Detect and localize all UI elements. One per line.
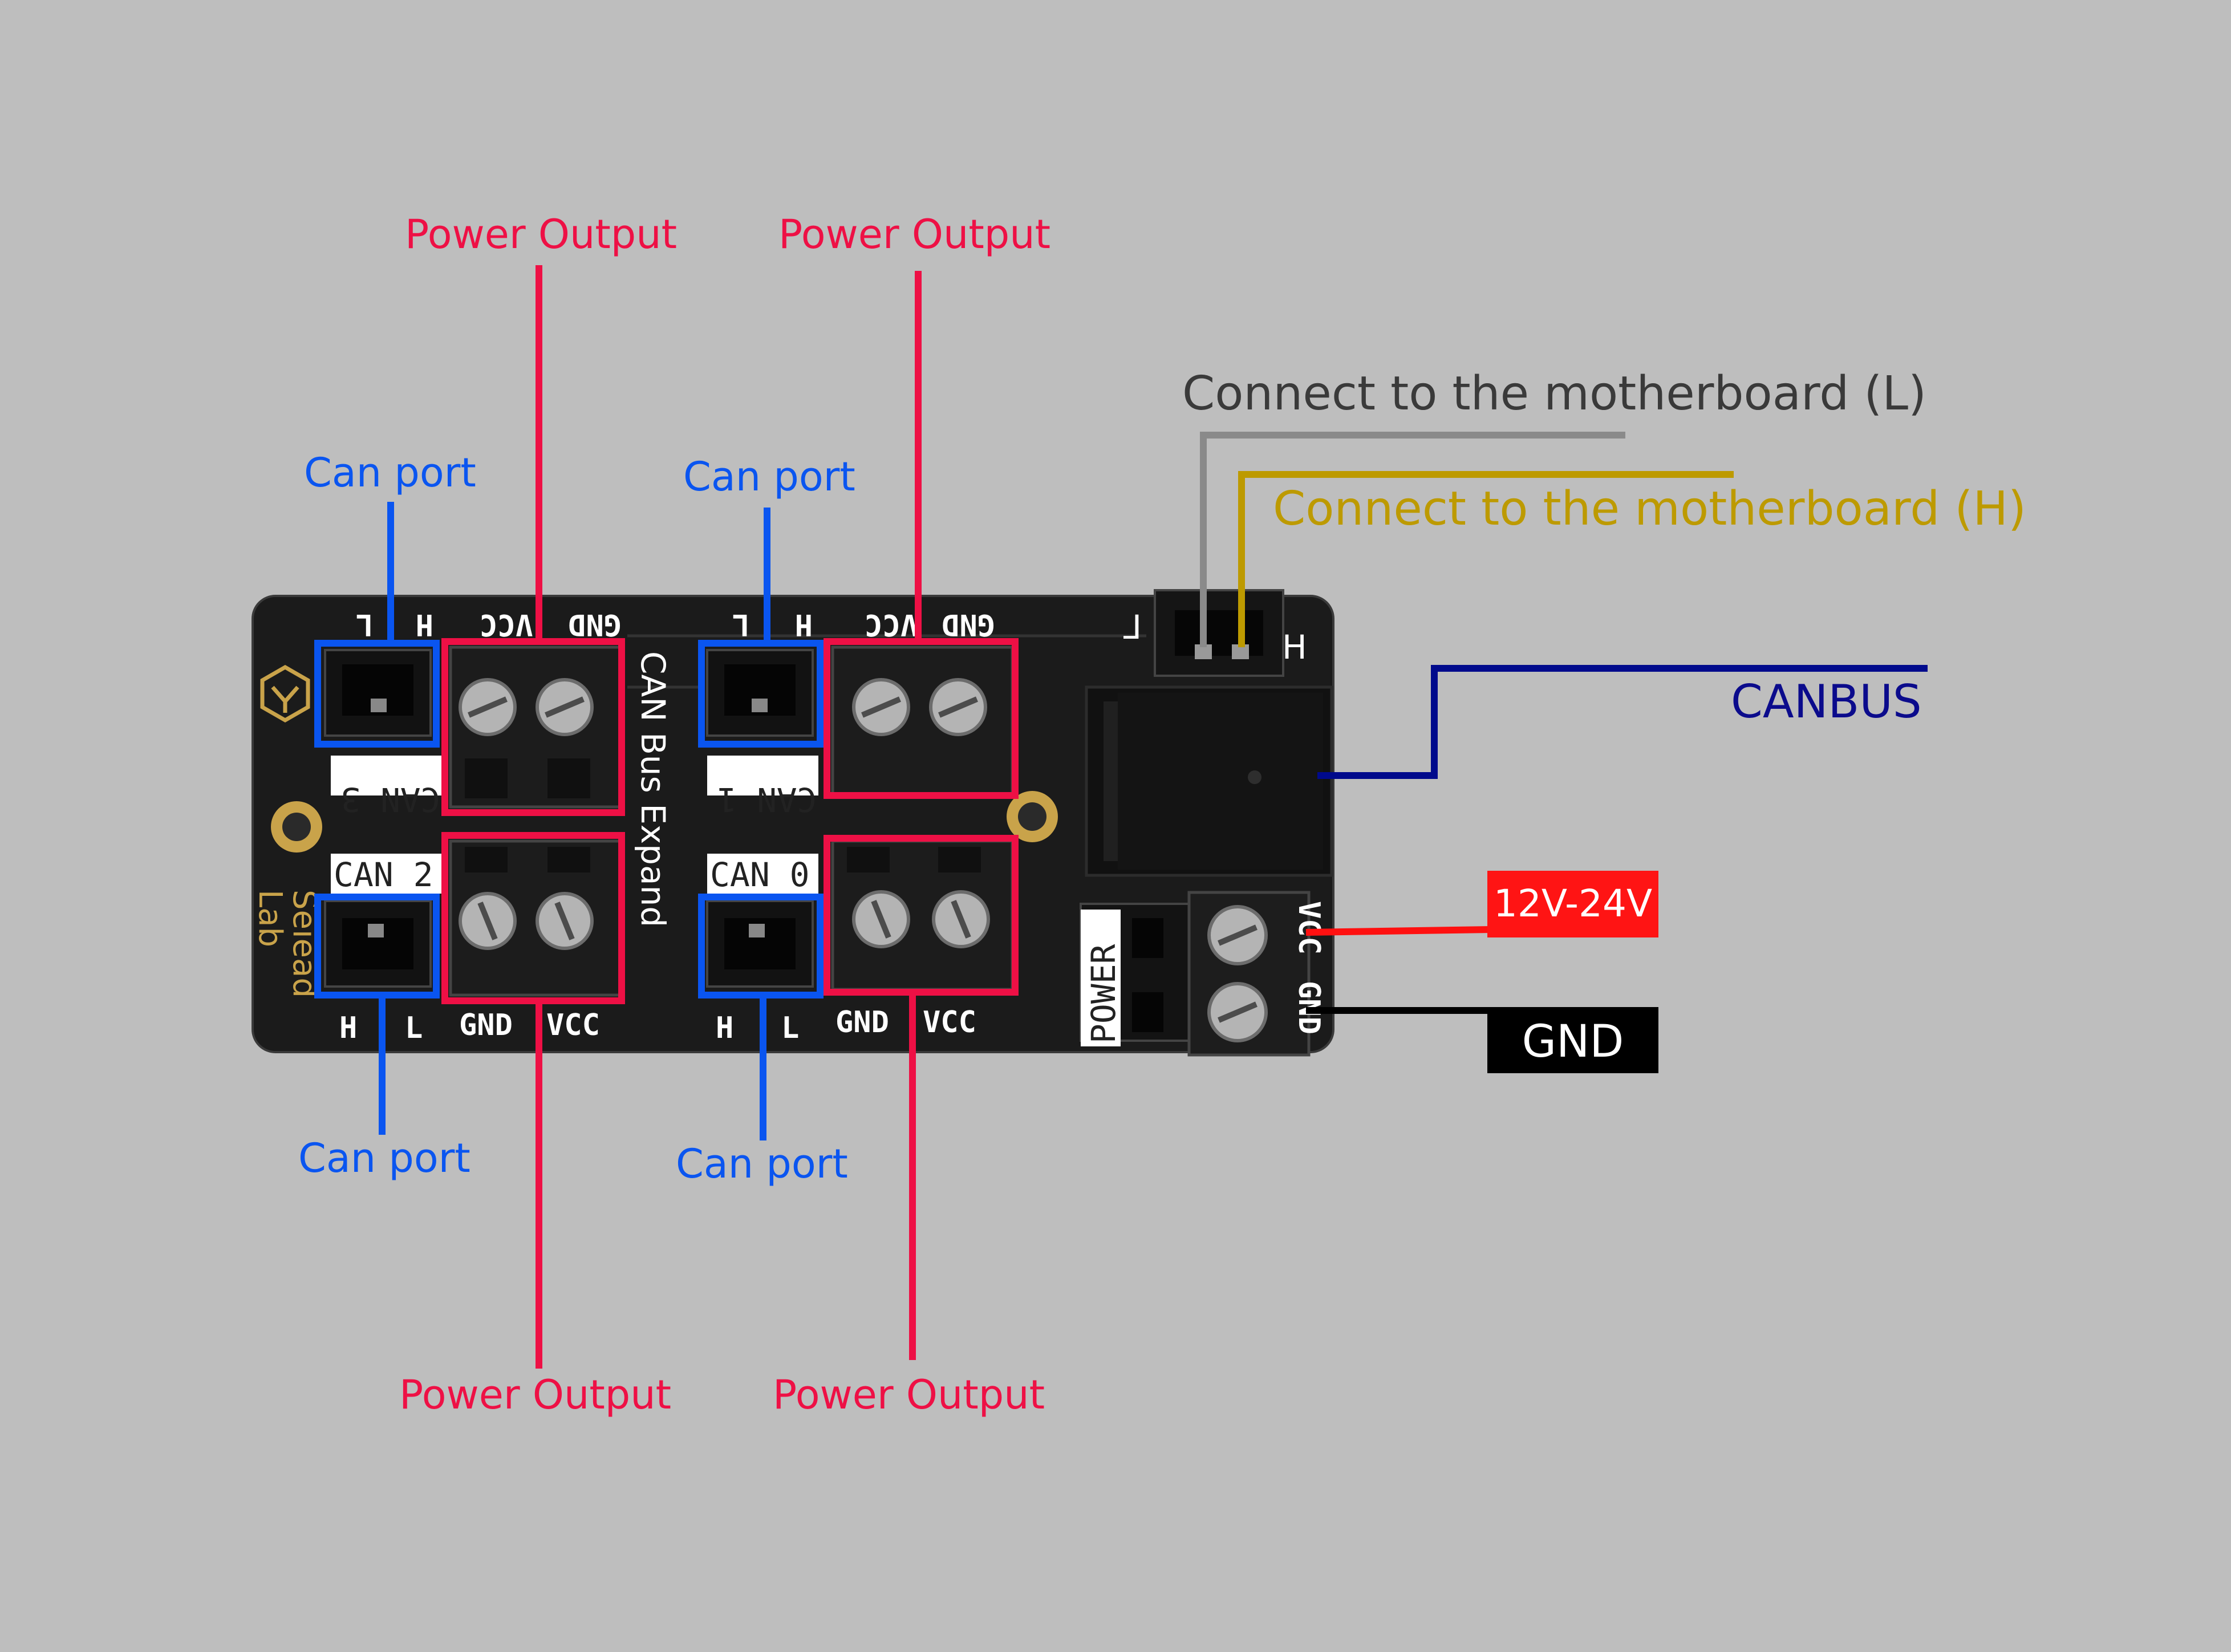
power-label: POWER — [1084, 944, 1123, 1044]
pin-label-h: H — [795, 607, 813, 642]
pin-label-l: L — [732, 607, 750, 642]
pin-label-gnd: GND — [568, 607, 622, 642]
pin-label-vcc: VCC — [546, 1008, 600, 1042]
terminal-block — [449, 839, 623, 997]
callout-lines — [379, 265, 1928, 1369]
power-output-label: Power Output — [778, 211, 1050, 258]
pin-label-vcc: VCC — [923, 1005, 976, 1040]
power-terminal-block — [1080, 891, 1311, 1057]
board-title: CAN Bus Expand — [634, 651, 672, 927]
can-connector — [324, 900, 432, 988]
vcc-wire — [1305, 926, 1492, 936]
motherboard-l-label: Connect to the motherboard (L) — [1182, 367, 1926, 421]
can-port-label: CAN 2 — [334, 855, 433, 894]
power-output-label: Power Output — [405, 211, 677, 258]
power-output-highlight — [441, 832, 625, 1004]
can-port-label: Can port — [683, 453, 855, 500]
gnd-label: GND — [1522, 1016, 1624, 1067]
can-port-label: CAN 1 — [717, 780, 817, 819]
port-label-tag: CAN 1 — [707, 756, 818, 819]
motherboard-h-label: Connect to the motherboard (H) — [1273, 482, 2026, 536]
terminal-block — [831, 839, 1014, 991]
can-connector — [706, 900, 814, 988]
can-port-label: Can port — [676, 1140, 848, 1187]
header-pin-h: H — [1282, 628, 1307, 667]
power-output-label: Power Output — [399, 1371, 671, 1418]
pin-label-gnd: GND — [835, 1005, 889, 1040]
pin-label-h: H — [416, 607, 433, 642]
can-port-label: CAN 0 — [710, 855, 810, 894]
port-label-tag: CAN 2 — [331, 854, 442, 894]
can-connector — [706, 649, 814, 737]
mounting-hole-right — [1007, 791, 1058, 842]
pin-label-l: L — [356, 607, 374, 642]
can-port-label: CAN 3 — [340, 780, 440, 819]
can-port-highlight — [314, 640, 440, 748]
power-output-highlight — [441, 638, 625, 816]
can-port-label: Can port — [304, 449, 476, 496]
power-pin-vcc: VCC — [1292, 901, 1326, 955]
pin-label-vcc: VCC — [865, 607, 918, 642]
pin-label-h: H — [716, 1011, 733, 1045]
pin-label-h: H — [339, 1011, 357, 1045]
port-label-tag: CAN 3 — [331, 756, 442, 819]
can-port-highlight — [314, 894, 440, 998]
canbus-leader — [1317, 665, 1928, 779]
pin-label-vcc: VCC — [480, 607, 533, 642]
pin-label-gnd: GND — [942, 607, 995, 642]
motherboard-h-leader — [1238, 471, 1734, 647]
motherboard-header — [1154, 589, 1284, 677]
voltage-badge: 12V-24V — [1487, 871, 1658, 937]
rj-connector — [1085, 685, 1333, 877]
terminal-block — [449, 646, 623, 809]
power-label-tag: POWER — [1081, 910, 1123, 1046]
can-connector — [324, 649, 432, 737]
motherboard-l-leader — [1200, 432, 1625, 647]
brand-logo-icon — [260, 664, 310, 723]
terminal-block — [831, 646, 1014, 797]
pin-label-gnd: GND — [459, 1008, 513, 1042]
power-output-highlight — [824, 835, 1019, 996]
brand-name-bottom: Lab — [252, 890, 289, 947]
power-output-label: Power Output — [773, 1371, 1045, 1418]
can-port-highlight — [698, 640, 824, 748]
pin-label-l: L — [405, 1011, 423, 1045]
port-label-tag: CAN 0 — [707, 854, 818, 894]
canbus-label: CANBUS — [1731, 675, 1922, 728]
can-port-label: Can port — [298, 1135, 470, 1182]
mounting-hole-left — [271, 801, 322, 853]
pin-label-l: L — [781, 1011, 799, 1045]
header-pin-l: L — [1123, 608, 1142, 647]
gnd-badge: GND — [1487, 1007, 1658, 1073]
voltage-label: 12V-24V — [1494, 882, 1652, 926]
